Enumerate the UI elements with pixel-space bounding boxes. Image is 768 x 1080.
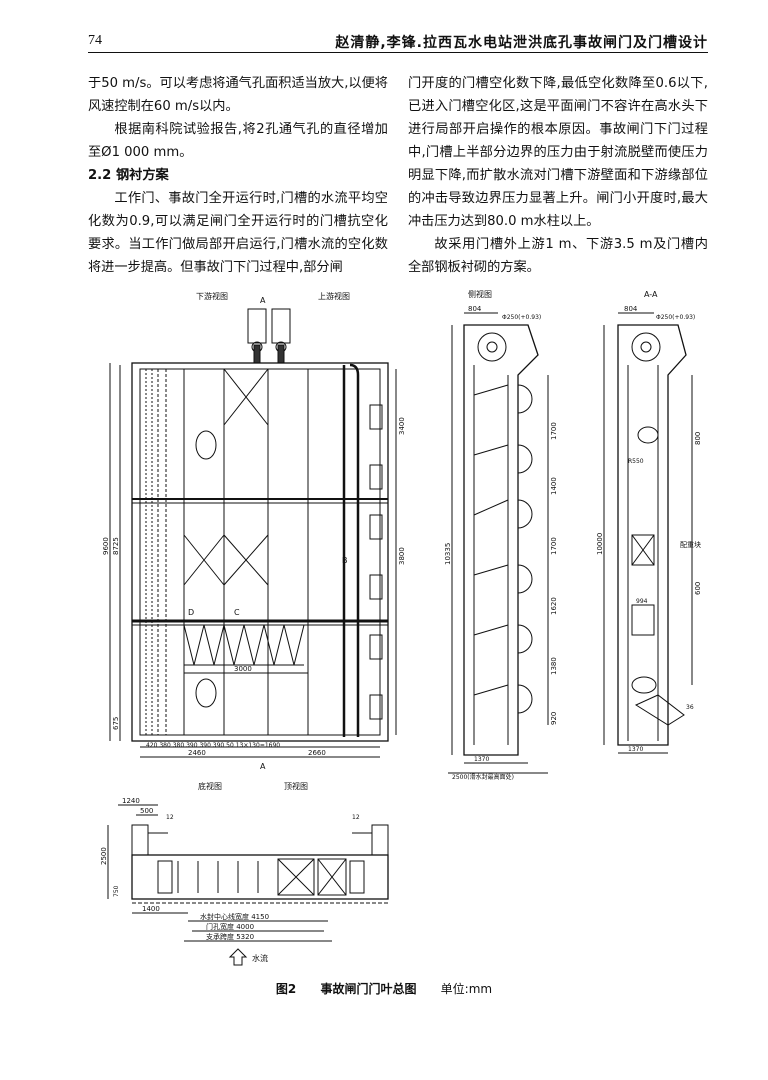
label-flow: 水流: [252, 953, 268, 963]
page-header: 74 赵清静,李锋.拉西瓦水电站泄洪底孔事故闸门及门槽设计: [88, 30, 708, 53]
dim-500: 500: [140, 807, 153, 815]
section-heading: 2.2 钢衬方案: [88, 168, 169, 183]
label-bottom-view: 底视图: [198, 781, 222, 791]
left-paragraph-1: 于50 m/s。可以考虑将通气孔面积适当放大,以便将风速控制在60 m/s以内。: [88, 76, 388, 114]
section-aa-view: A-A 804 Φ250(+0.93) R550 配重块 994 36 800 …: [596, 290, 702, 754]
dim-1700b: 1700: [550, 537, 558, 555]
label-downstream-view: 下游视图: [196, 291, 228, 301]
label-top-view: 顶视图: [284, 781, 308, 791]
dim-8725: 8725: [112, 537, 120, 555]
left-paragraph-2: 根据南科院试验报告,将2孔通气孔的直径增加至Ø1 000 mm。: [88, 122, 388, 160]
caption-number: 图2: [275, 982, 297, 996]
section-mark-bottom: A: [260, 762, 266, 771]
left-column: 于50 m/s。可以考虑将通气孔面积适当放大,以便将风速控制在60 m/s以内。…: [88, 72, 388, 279]
dim-804-aa: 804: [624, 305, 638, 313]
dim-9600: 9600: [102, 537, 110, 555]
dim-1400-plan: 1400: [142, 905, 160, 913]
left-paragraph-3: 工作门、事故门全开运行时,门槽的水流平均空化数为0.9,可以满足闸门全开运行时的…: [88, 191, 388, 275]
dim-1620: 1620: [550, 597, 558, 615]
dim-804-side: 804: [468, 305, 482, 313]
right-paragraph-1: 门开度的门槽空化数下降,最低空化数降至0.6以下,已进入门槽空化区,这是平面闸门…: [408, 76, 708, 229]
plan-view: 底视图 顶视图 1240 500 12 12 2500 750 1400 水封中…: [100, 781, 389, 966]
dim-1700a: 1700: [550, 422, 558, 440]
dim-3400: 3400: [398, 417, 406, 435]
page-number: 74: [88, 33, 102, 48]
dim-920: 920: [550, 712, 558, 725]
right-column: 门开度的门槽空化数下降,最低空化数降至0.6以下,已进入门槽空化区,这是平面闸门…: [408, 72, 708, 279]
label-d: D: [188, 608, 194, 617]
dim-10335: 10335: [444, 543, 452, 565]
dim-3000: 3000: [234, 665, 252, 673]
label-c: C: [234, 608, 240, 617]
dim-r550: R550: [628, 458, 644, 465]
figure-caption: 图2 事故闸门门叶总图 单位:mm: [0, 980, 768, 997]
dim-5320: 支承跨度 5320: [206, 932, 254, 941]
dim-750: 750: [113, 885, 120, 897]
dim-2460: 2460: [188, 749, 206, 757]
section-mark-top: A: [260, 296, 266, 305]
dim-bays: 420 380 380 390 390 390 50 13×130=1690: [146, 742, 280, 749]
dim-1370-side: 1370: [474, 756, 489, 763]
label-section-aa: A-A: [644, 290, 658, 299]
label-b: B: [342, 556, 348, 565]
dim-phi-aa: Φ250(+0.93): [656, 314, 695, 321]
dim-12a: 12: [166, 814, 174, 821]
dim-994: 994: [636, 598, 648, 605]
running-title: 赵清静,李锋.拉西瓦水电站泄洪底孔事故闸门及门槽设计: [335, 35, 708, 51]
side-view: 侧视图 804 Φ250(+0.93) 10335 1700 1400 1700…: [444, 289, 558, 781]
dim-1240: 1240: [122, 797, 140, 805]
dim-12b: 12: [352, 814, 360, 821]
dim-2660: 2660: [308, 749, 326, 757]
dim-800: 800: [694, 432, 702, 445]
dim-1370-aa: 1370: [628, 746, 643, 753]
dim-1400: 1400: [550, 477, 558, 495]
caption-title: 事故闸门门叶总图: [320, 982, 417, 996]
dim-phi-side: Φ250(+0.93): [502, 314, 541, 321]
dim-1380: 1380: [550, 657, 558, 675]
flow-arrow-icon: [228, 948, 248, 966]
elevation-view: 下游视图 上游视图 A: [102, 291, 406, 771]
gate-drawing-svg: 下游视图 上游视图 A: [100, 289, 702, 966]
label-upstream-view: 上游视图: [318, 291, 350, 301]
dim-10000: 10000: [596, 533, 604, 555]
right-paragraph-2: 故采用门槽外上游1 m、下游3.5 m及门槽内全部钢板衬砌的方案。: [408, 237, 708, 275]
dim-3800: 3800: [398, 547, 406, 565]
caption-unit: 单位:mm: [440, 982, 493, 996]
dim-4150: 水封中心线宽度 4150: [200, 912, 269, 921]
dim-4000: 门孔宽度 4000: [206, 922, 254, 931]
gate-drawing: 下游视图 上游视图 A: [88, 285, 708, 975]
dim-600: 600: [694, 582, 702, 595]
dim-2500-plan: 2500: [100, 847, 108, 865]
dim-2500-side: 2500(滑水封最高面处): [452, 773, 514, 781]
dim-675: 675: [112, 717, 120, 730]
dim-36: 36: [686, 704, 694, 711]
label-side-view: 侧视图: [468, 289, 492, 299]
label-weight-block: 配重块: [680, 540, 701, 549]
